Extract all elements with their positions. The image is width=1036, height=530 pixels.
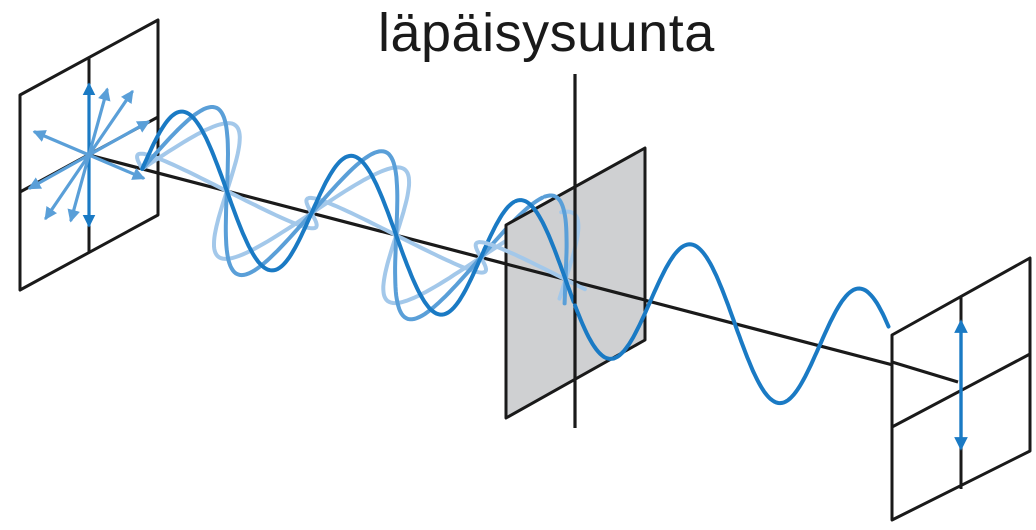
arrow-right-icon: [87, 120, 151, 157]
unpolarized-wave: [135, 105, 561, 322]
unpolarized-wave-component: [140, 121, 561, 306]
arrow-up-tilted-icon: [87, 87, 111, 157]
polarized-wave-line: [573, 242, 891, 406]
arrow-up-right-icon: [87, 89, 134, 157]
unpolarized-arrows: [27, 82, 151, 228]
arrow-lower-right-icon: [87, 153, 146, 180]
arrow-down-left-icon: [44, 153, 91, 221]
transmission-direction-label: läpäisysuunta: [378, 3, 715, 63]
unpolarized-wave-component-front: [513, 198, 576, 304]
arrow-down-tilted-icon: [67, 153, 91, 223]
polarized-wave: [573, 242, 891, 406]
arrow-left-icon: [27, 153, 91, 190]
unpolarized-wave-component: [140, 109, 516, 317]
unpolarized-wave-component: [140, 105, 545, 322]
arrow-upper-left-icon: [32, 130, 91, 157]
unpolarized-wave-front: [477, 193, 587, 306]
unpolarized-wave-component-front: [477, 240, 587, 292]
unpolarized-wave-component: [135, 151, 488, 275]
